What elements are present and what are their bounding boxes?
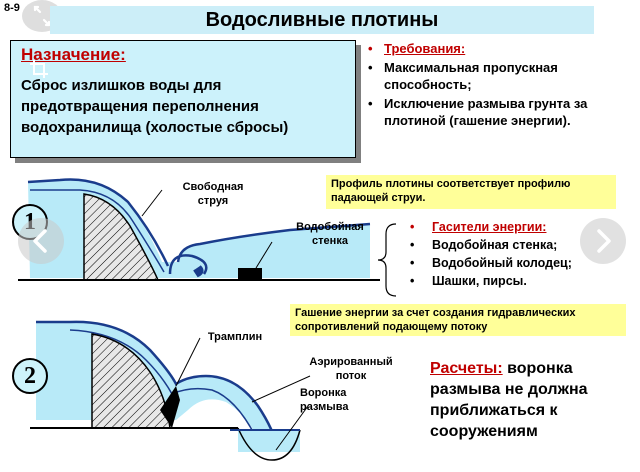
purpose-box: Назначение: Сброс излишков воды для пред… (10, 40, 356, 158)
brace-icon (377, 223, 397, 297)
free-jet-label: Свободная струя (182, 181, 244, 207)
chevron-left-icon (33, 229, 47, 253)
calculations-body: воронка размыва не должна приближаться к… (430, 360, 588, 440)
damper-item: Шашки, пирсы. (406, 272, 636, 290)
damper-item: Водобойный колодец; (406, 254, 636, 272)
energy-note: Гашение энергии за счет создания гидравл… (290, 304, 626, 336)
slide-number: 8-9 (4, 2, 20, 14)
diagram-2-number: 2 (12, 358, 48, 394)
purpose-text: Сброс излишков воды для предотвращения п… (21, 77, 289, 136)
crop-icon[interactable] (28, 58, 50, 80)
next-button[interactable] (580, 218, 626, 264)
profile-note: Профиль плотины соответствует профилю па… (326, 175, 616, 209)
page-title: Водосливные плотины (50, 6, 594, 34)
spillway-diagram-2 (30, 320, 311, 461)
previous-button[interactable] (18, 218, 64, 264)
chevron-right-icon (597, 229, 611, 253)
stilling-wall-label: Водобойная стенка (296, 221, 364, 247)
aerated-flow-label: Аэрированный поток (309, 356, 393, 382)
purpose-heading: Назначение: (21, 45, 126, 64)
calculations-heading: Расчеты: (430, 360, 503, 377)
springboard-label: Трамплин (207, 331, 263, 343)
dampers-list: Гасители энергии: Водобойная стенка; Вод… (406, 218, 636, 290)
requirements-list: Требования: Максимальная пропускная спос… (366, 40, 636, 131)
damper-item: Водобойная стенка; (406, 236, 636, 254)
expand-icon (33, 5, 51, 27)
dampers-heading: Гасители энергии: (406, 218, 636, 236)
requirement-item: Исключение размыва грунта за плотиной (г… (366, 95, 636, 129)
requirement-item: Максимальная пропускная способность; (366, 59, 636, 93)
spillway-diagram-1 (18, 178, 380, 281)
requirements-heading: Требования: (366, 40, 636, 57)
calculations-text: Расчеты: воронка размыва не должна прибл… (430, 358, 635, 442)
scour-crater-label: Воронка размыва (300, 387, 349, 413)
